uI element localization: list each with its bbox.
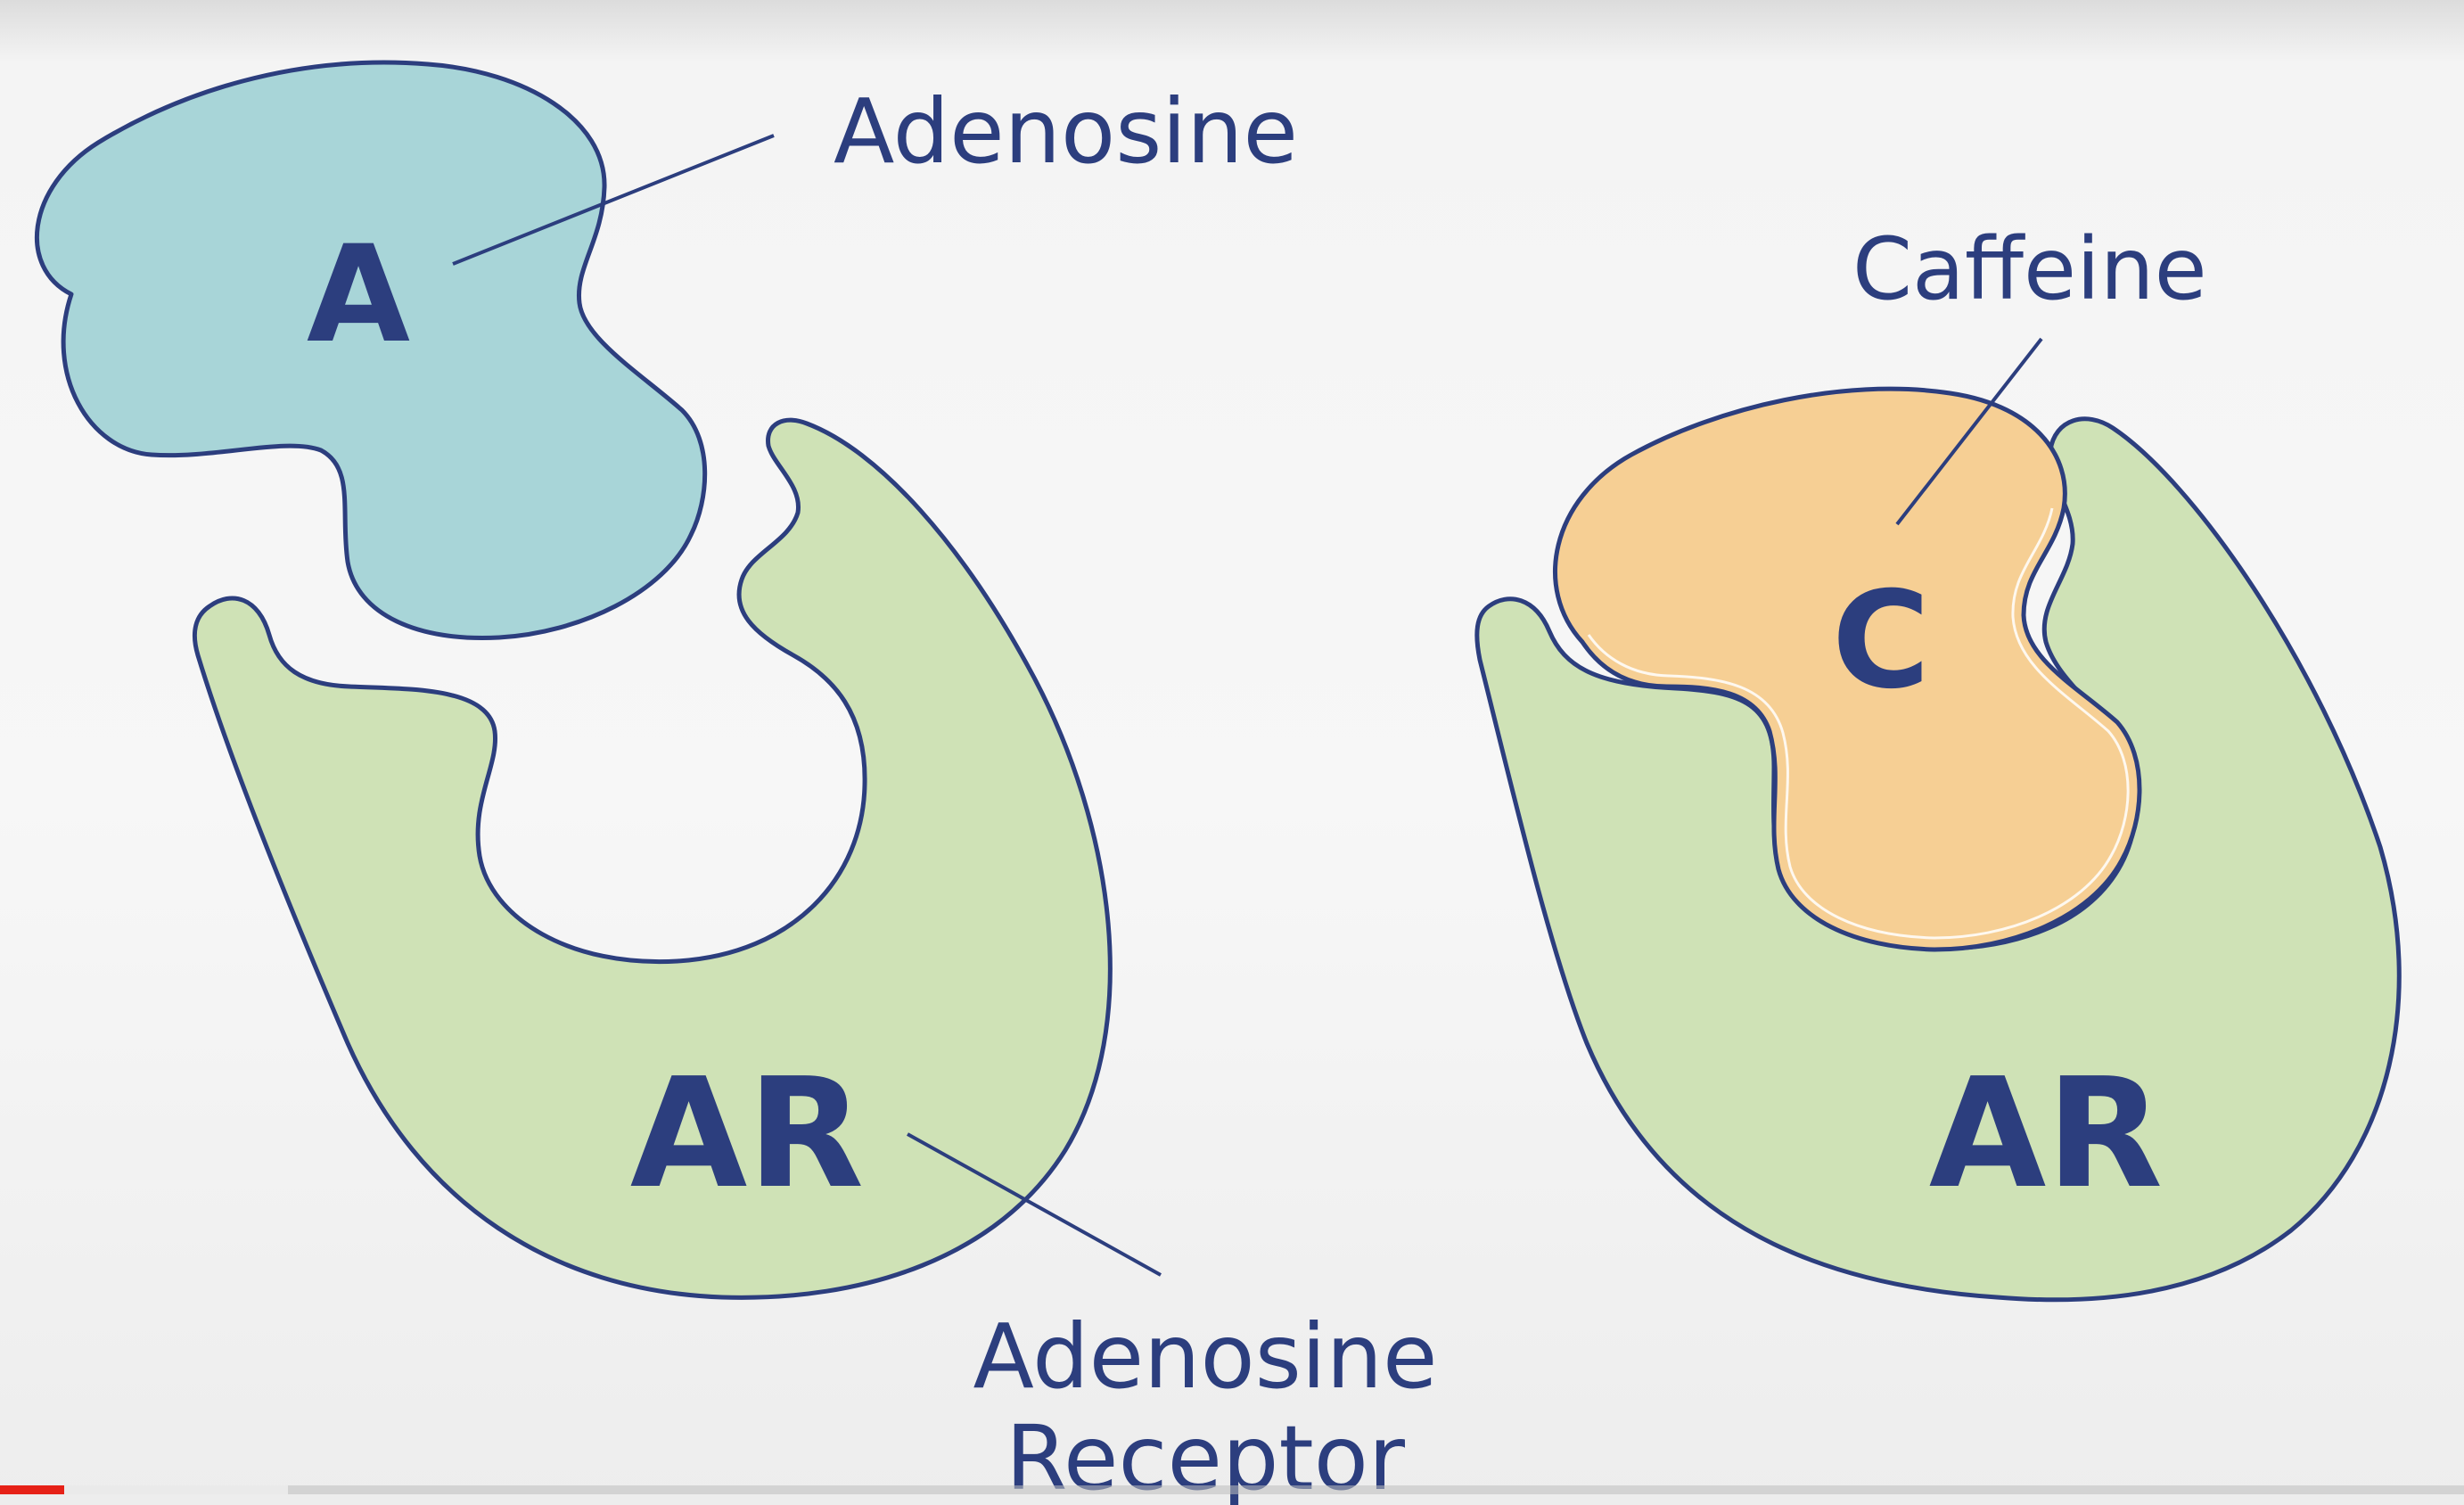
adenosine-molecule-shape bbox=[34, 60, 708, 641]
caffeine-label: Caffeine bbox=[1852, 219, 2207, 319]
adenosine-leader-line bbox=[452, 134, 775, 266]
video-buffered-bar bbox=[0, 1485, 288, 1494]
caffeine-molecule-shape bbox=[1553, 386, 2142, 952]
caffeine-inner-outline bbox=[1587, 507, 2130, 940]
adenosine-label: Adenosine bbox=[834, 79, 1298, 184]
adenosine-receptor-shape bbox=[192, 417, 1113, 1300]
caffeine-letter: C bbox=[1832, 563, 1930, 719]
adenosine-letter: A bbox=[307, 218, 410, 373]
video-played-bar[interactable] bbox=[0, 1485, 64, 1494]
video-progress-bar[interactable] bbox=[0, 1485, 2464, 1494]
caffeine-leader-line bbox=[1895, 337, 2043, 526]
receptor-leader-line bbox=[907, 1132, 1162, 1277]
receptor-label-line1: Adenosine bbox=[973, 1304, 1438, 1409]
receptor-letters-right: AR bbox=[1929, 1046, 2163, 1222]
receptor-letters-left: AR bbox=[630, 1046, 864, 1222]
